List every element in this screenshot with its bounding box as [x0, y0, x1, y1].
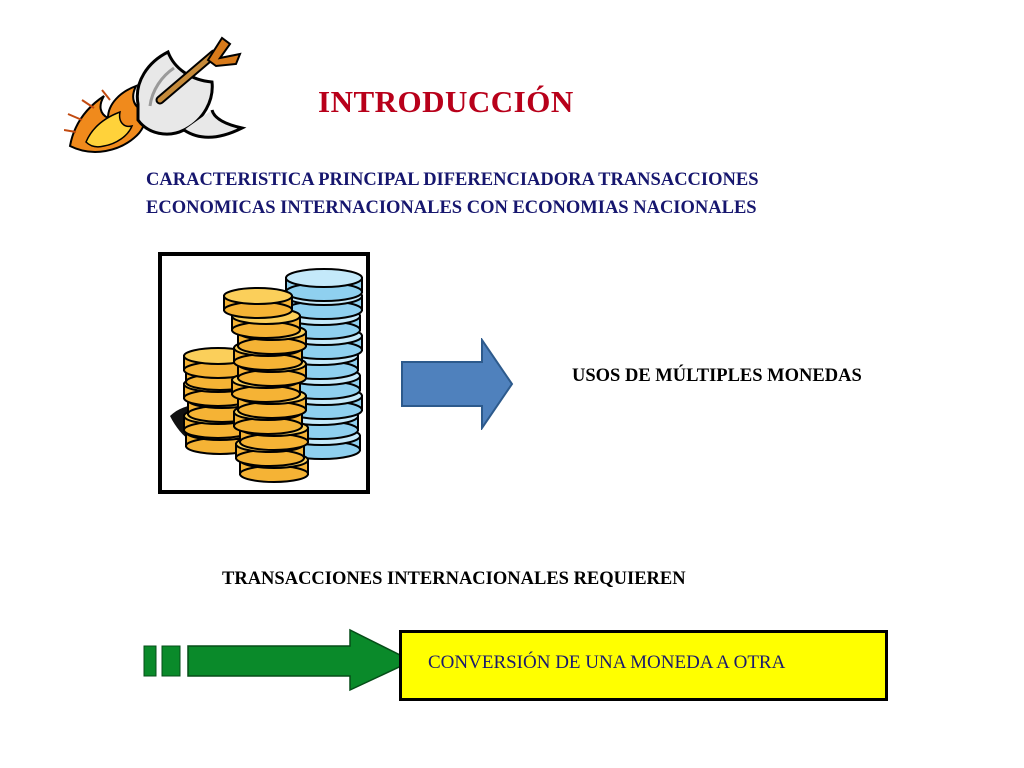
multiple-currencies-label: USOS DE MÚLTIPLES MONEDAS: [572, 366, 862, 386]
subtitle-line-2: ECONOMICAS INTERNACIONALES CON ECONOMIAS…: [146, 198, 757, 218]
flaming-axe-icon: [64, 36, 247, 153]
conversion-label: CONVERSIÓN DE UNA MONEDA A OTRA: [428, 652, 786, 673]
conversion-box: [399, 630, 888, 701]
coin-stacks-icon: [170, 268, 363, 483]
right-arrow-icon: [401, 338, 514, 430]
page-title: INTRODUCCIÓN: [318, 84, 574, 119]
subtitle-line-1: CARACTERISTICA PRINCIPAL DIFERENCIADORA …: [146, 170, 759, 190]
striped-right-arrow-icon: [143, 628, 414, 692]
requirements-label: TRANSACCIONES INTERNACIONALES REQUIEREN: [222, 569, 686, 589]
coin-stacks-frame: [158, 252, 370, 494]
